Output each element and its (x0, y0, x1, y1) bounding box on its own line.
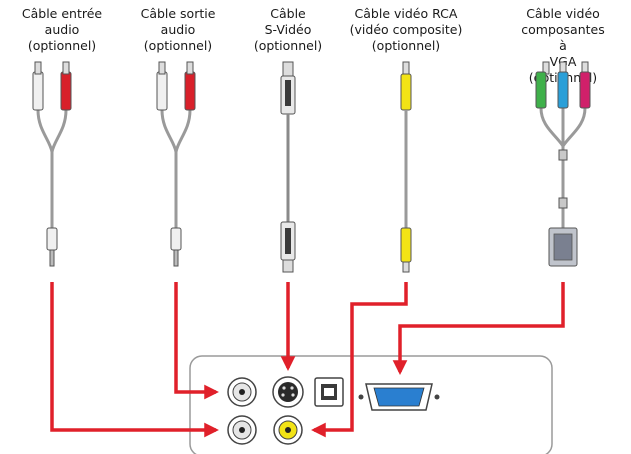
rca-tip (402, 61, 410, 75)
s-video-plug-band (285, 80, 291, 106)
s-video-plug-tip (282, 61, 294, 77)
white-rca-plug (32, 71, 44, 111)
mini-jack-tip (49, 249, 55, 267)
rca-video-cable-label: Câble vidéo RCA (vidéo composite) (optio… (349, 6, 463, 53)
mini-jack-tip (173, 249, 179, 267)
arrow-vga (392, 282, 565, 375)
white-rca-plug (156, 71, 168, 111)
s-video-port (272, 376, 304, 408)
arrow-composite-video (311, 282, 408, 438)
cable-wire (561, 107, 587, 147)
rca-tip (62, 61, 70, 75)
usb-port (314, 377, 344, 407)
ferrite-bead (558, 197, 568, 209)
cable-wire (174, 109, 192, 153)
rca-video-cable-drawing (400, 61, 412, 273)
yellow-rca-plug (400, 227, 412, 263)
magenta-rca-plug (579, 71, 591, 109)
s-video-cable-label: Câble S-Vidéo (optionnel) (253, 6, 323, 53)
audio-in-cable-label: Câble entrée audio (optionnel) (21, 6, 103, 53)
composite-video-port (273, 415, 303, 445)
rca-tip (402, 261, 410, 273)
vga-cable-drawing (535, 61, 591, 267)
rca-tip (186, 61, 194, 75)
audio-out-cable-label: Câble sortie audio (optionnel) (140, 6, 216, 53)
audio-out-cable-drawing (156, 61, 196, 267)
yellow-rca-plug (400, 73, 412, 111)
connection-arrows (50, 282, 565, 438)
s-video-plug-band (285, 228, 291, 254)
arrow-audio-out (174, 282, 219, 400)
mini-jack-plug (170, 227, 182, 251)
ferrite-bead (558, 149, 568, 161)
rca-tip (34, 61, 42, 75)
rca-tip (158, 61, 166, 75)
audio-in-cable-drawing (32, 61, 72, 267)
audio-in-port (227, 377, 257, 407)
vga-port (358, 383, 440, 411)
arrow-audio-in (50, 282, 219, 438)
red-rca-plug (184, 71, 196, 111)
cable-wire (50, 109, 68, 153)
cable-wire (160, 109, 178, 153)
red-rca-plug (60, 71, 72, 111)
cable-wire (36, 109, 54, 153)
green-rca-plug (535, 71, 547, 109)
audio-out-port (227, 415, 257, 445)
mini-jack-plug (46, 227, 58, 251)
cable-wire (539, 107, 565, 147)
blue-rca-plug (557, 71, 569, 109)
s-video-cable-drawing (280, 61, 296, 273)
vga-plug-face (553, 233, 573, 261)
s-video-plug-tip (282, 259, 294, 273)
